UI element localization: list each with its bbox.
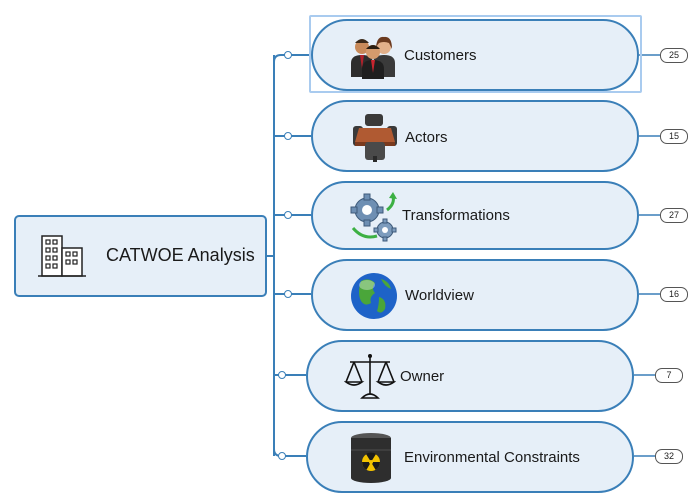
globe-icon xyxy=(349,271,401,323)
connector-dot xyxy=(278,452,286,460)
topic-count-badge[interactable]: 16 xyxy=(660,287,688,302)
topic-count-badge[interactable]: 32 xyxy=(655,449,683,464)
topic-count-badge[interactable]: 15 xyxy=(660,129,688,144)
connector-dot xyxy=(278,371,286,379)
topic-label: Environmental Constraints xyxy=(404,449,580,466)
connector-dot xyxy=(284,132,292,140)
root-topic-label: CATWOE Analysis xyxy=(106,245,255,265)
topic-label: Actors xyxy=(405,129,448,146)
topic-actors[interactable]: Actors xyxy=(311,100,639,172)
radioactive-barrel-icon xyxy=(348,432,400,484)
meeting-table-icon xyxy=(349,112,401,164)
topic-label: Owner xyxy=(400,368,445,385)
office-building-icon xyxy=(38,234,88,280)
topic-owner[interactable]: Owner xyxy=(306,340,634,412)
topic-label: Customers xyxy=(404,47,477,64)
topic-label: Transformations xyxy=(402,207,510,224)
topic-label: Worldview xyxy=(405,287,474,304)
root-topic[interactable]: CATWOE Analysis xyxy=(14,215,267,297)
topic-environmental-constraints[interactable]: Environmental Constraints xyxy=(306,421,634,493)
topic-count-badge[interactable]: 25 xyxy=(660,48,688,63)
connector-dot xyxy=(284,290,292,298)
topic-transformations[interactable]: Transformations xyxy=(311,181,639,250)
business-people-icon xyxy=(347,33,399,85)
connector-dot xyxy=(284,211,292,219)
topic-count-badge[interactable]: 7 xyxy=(655,368,683,383)
topic-count-badge[interactable]: 27 xyxy=(660,208,688,223)
gears-icon xyxy=(349,192,401,244)
topic-customers[interactable]: Customers xyxy=(311,19,639,91)
topic-worldview[interactable]: Worldview xyxy=(311,259,639,331)
selection-highlight xyxy=(309,15,642,93)
connector-dot xyxy=(284,51,292,59)
balance-scale-icon xyxy=(343,352,397,404)
